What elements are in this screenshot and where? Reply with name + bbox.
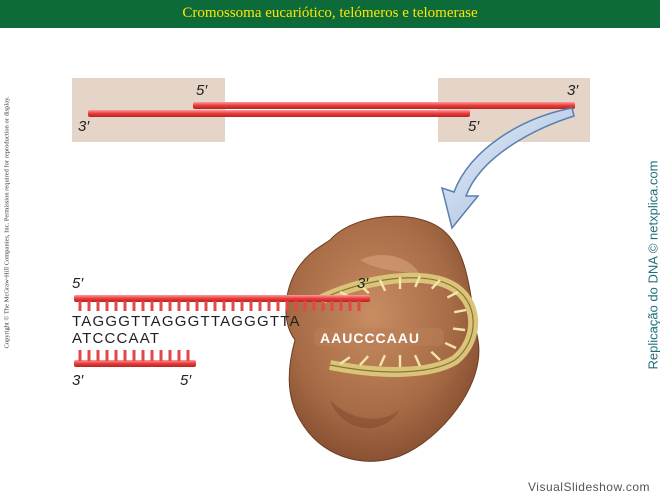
bottom-label-5-prime-lower: 5′ <box>180 372 192 389</box>
slide-title: Cromossoma eucariótico, telómeros e telo… <box>182 5 478 21</box>
rna-template-sequence: AAUCCCAAU <box>320 330 420 346</box>
rna-base-tooth <box>444 341 457 350</box>
top-label-5-prime-bottom: 5′ <box>468 118 480 135</box>
bottom-label-3-prime: 3′ <box>357 275 369 292</box>
upper-strand-teeth <box>78 301 361 311</box>
telomere-sequence-bottom: ATCCCAAT <box>72 330 161 347</box>
footer-watermark: VisualSlideshow.com <box>527 480 650 494</box>
bottom-label-5-prime: 5′ <box>72 275 84 292</box>
rna-base-tooth <box>452 327 466 332</box>
rna-base-tooth <box>430 350 441 361</box>
top-lower-strand <box>88 110 470 117</box>
enzyme-shading <box>330 400 400 429</box>
rna-template-pad <box>314 328 444 346</box>
top-upper-strand <box>193 102 575 109</box>
enzyme-shading <box>360 255 420 275</box>
rna-base-tooth <box>430 279 441 290</box>
zoom-arrow <box>440 107 575 230</box>
lower-strand-teeth <box>78 350 190 361</box>
telomere-sequence-top: TAGGGTTAGGGTTAGGGTTA <box>72 313 301 330</box>
bottom-label-3-prime-lower: 3′ <box>72 372 84 389</box>
rna-base-tooth <box>359 355 370 366</box>
bottom-lower-strand <box>74 360 196 367</box>
top-label-5-prime: 5′ <box>196 82 208 99</box>
title-bar: Cromossoma eucariótico, telómeros e telo… <box>0 0 660 28</box>
rna-base-tooth <box>339 356 351 365</box>
top-label-3-prime-right: 3′ <box>567 82 579 99</box>
rna-base-tooth <box>378 279 387 292</box>
rna-base-tooth <box>378 354 387 367</box>
bottom-upper-strand <box>74 295 370 302</box>
rna-template-loop <box>317 272 479 377</box>
rna-base-tooth <box>446 290 459 299</box>
rna-base-tooth <box>359 284 370 295</box>
rna-base-tooth <box>414 275 422 288</box>
rna-base-tooth <box>453 308 467 314</box>
rna-base-tooth <box>413 354 422 367</box>
top-label-3-prime-left: 3′ <box>78 118 90 135</box>
